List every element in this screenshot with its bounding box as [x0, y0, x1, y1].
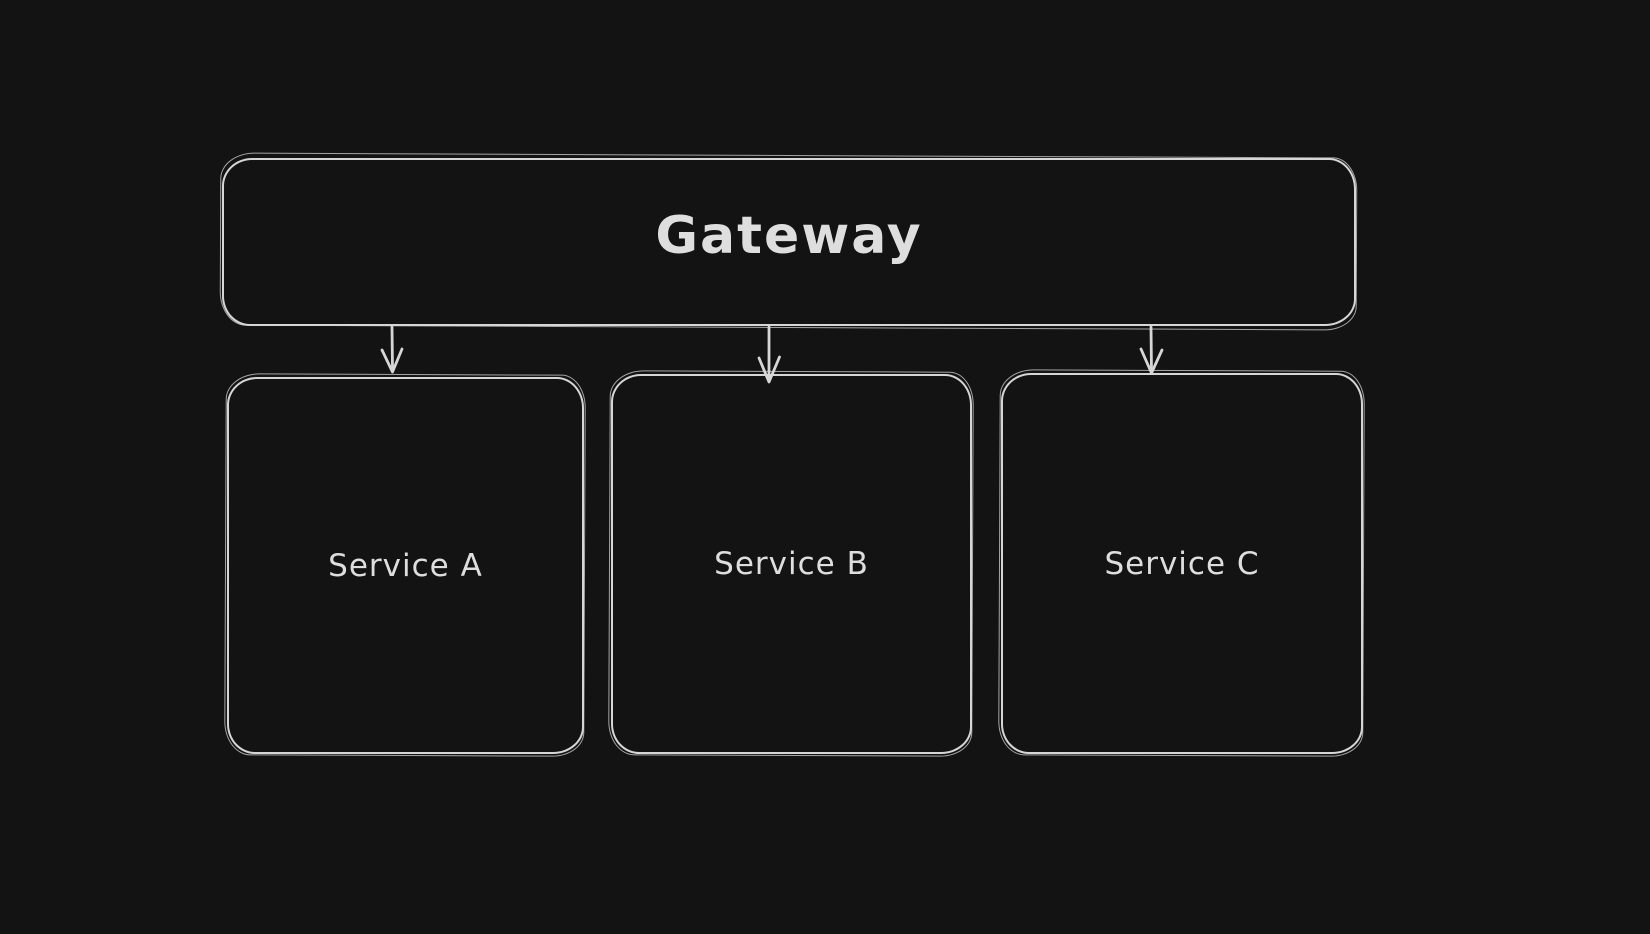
node-gateway: Gateway: [222, 158, 1356, 326]
node-service-c-label: Service C: [1104, 545, 1260, 582]
node-service-c: Service C: [1001, 373, 1363, 754]
arrow-gateway-to-service-a: [380, 325, 404, 374]
node-service-a-label: Service A: [328, 547, 483, 584]
node-service-a: Service A: [227, 377, 584, 754]
node-service-b: Service B: [611, 374, 972, 754]
arrow-gateway-to-service-c: [1139, 325, 1164, 375]
node-gateway-label: Gateway: [655, 206, 923, 266]
node-service-b-label: Service B: [714, 546, 869, 582]
